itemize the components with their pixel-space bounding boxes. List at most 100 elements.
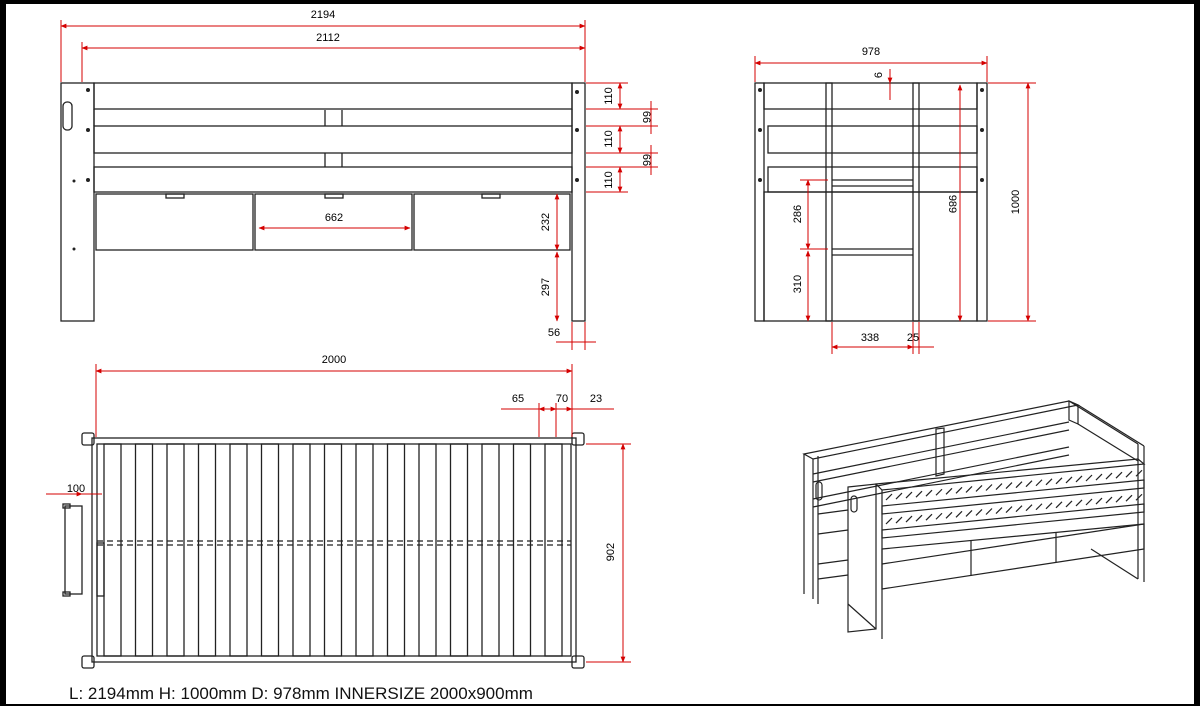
iso-slat [955,510,963,518]
dim-floor-clearance: 297 [540,278,552,296]
side-view-dimensions [754,56,1036,354]
technical-drawing: 2194 2112 110 110 110 66 66 662 232 297 … [46,9,1146,669]
dim-gap-2: 66 [640,154,652,166]
side-view [754,82,988,322]
iso-slat [1055,501,1063,509]
iso-slat [885,493,893,501]
dim-ladder-upper-step: 286 [792,205,804,223]
iso-slat [1095,473,1103,481]
iso-slat [1085,498,1093,506]
dim-rail-height-3: 110 [603,171,615,189]
iso-slat [925,513,933,521]
dim-drawer-width: 662 [325,212,343,224]
iso-slat [915,514,923,522]
iso-slat [1065,476,1073,484]
iso-slat [1105,496,1113,504]
iso-slat [945,511,953,519]
bed-slat [544,443,563,657]
bed-slat [512,443,532,657]
dim-inner-width: 902 [605,543,617,561]
iso-slat [905,491,913,499]
iso-slat [1105,472,1113,480]
iso-slat [1005,482,1013,490]
iso-slat [1115,495,1123,503]
iso-slat [1075,475,1083,483]
iso-slat [1075,499,1083,507]
front-view-dimensions [60,20,658,350]
bed-slat [355,443,374,657]
iso-slat [1025,480,1033,488]
dim-rail-height-2: 110 [603,130,615,148]
iso-slat [1065,500,1073,508]
slat-group [103,443,563,657]
bed-slat [323,443,343,657]
iso-slat [1025,504,1033,512]
dim-gap-1: 66 [640,111,652,123]
iso-slat [1135,469,1143,477]
dim-end-gap: 23 [590,393,602,405]
iso-slat [1055,477,1063,485]
iso-slat-group [885,469,1143,525]
dim-top-offset: 6 [873,72,885,78]
iso-slat [965,485,973,493]
dim-overall-length: 2194 [311,9,335,21]
iso-slat [1035,479,1043,487]
iso-slat [1045,478,1053,486]
bed-slat [103,443,122,657]
isometric-view [802,400,1146,639]
bed-slat [134,443,154,657]
dim-slat-gap: 65 [512,393,524,405]
front-view-labels: 2194 2112 110 110 110 66 66 662 232 297 … [311,9,652,339]
bed-slat [481,443,500,657]
iso-slat [1015,505,1023,513]
iso-slat [965,509,973,517]
iso-slat [1135,493,1143,501]
bed-slat [260,443,280,657]
top-view-labels: 2000 65 70 23 902 100 [67,354,617,561]
iso-slat [1095,497,1103,505]
side-view-labels: 978 6 989 1000 286 310 338 25 [792,46,1022,344]
dim-post-width: 56 [548,327,560,339]
iso-slat [945,487,953,495]
dim-depth: 978 [862,46,880,58]
iso-slat [885,517,893,525]
iso-slat [935,488,943,496]
iso-slat [995,507,1003,514]
iso-slat [925,489,933,497]
bed-slat [449,443,469,657]
dim-inner-length: 2112 [316,32,340,44]
iso-slat [1015,481,1023,489]
bed-slat [229,443,248,657]
iso-slat [985,484,993,491]
front-view [60,82,586,322]
dim-drawer-height: 232 [540,213,552,231]
iso-slat [1045,502,1053,510]
bed-slat [292,443,311,657]
dim-ladder-depth: 100 [67,483,85,495]
bed-slat [197,443,217,657]
iso-slat [995,483,1003,490]
bed-dimensions-caption: L: 2194mm H: 1000mm D: 978mm INNERSIZE 2… [69,684,533,703]
dim-ladder-lower-step: 310 [792,275,804,293]
dim-ladder-height: 989 [946,195,958,213]
iso-slat [935,512,943,520]
dim-ladder-offset: 338 [861,332,879,344]
iso-slat [955,486,963,494]
iso-slat [895,492,903,500]
bed-slat [418,443,437,657]
dim-ladder-thickness: 25 [907,332,919,344]
iso-slat [905,515,913,523]
bed-slat [386,443,406,657]
iso-slat [1125,470,1133,478]
drawing-sheet: 2194 2112 110 110 110 66 66 662 232 297 … [6,4,1194,704]
dim-top-inner-length: 2000 [322,354,346,366]
iso-slat [975,485,983,492]
iso-slat [1115,471,1123,479]
iso-slat [1035,503,1043,511]
iso-slat [975,509,983,516]
iso-slat [1085,474,1093,482]
iso-slat [985,508,993,515]
dim-slat-width: 70 [556,393,568,405]
dim-overall-height: 1000 [1010,190,1022,214]
iso-slat [1125,494,1133,502]
